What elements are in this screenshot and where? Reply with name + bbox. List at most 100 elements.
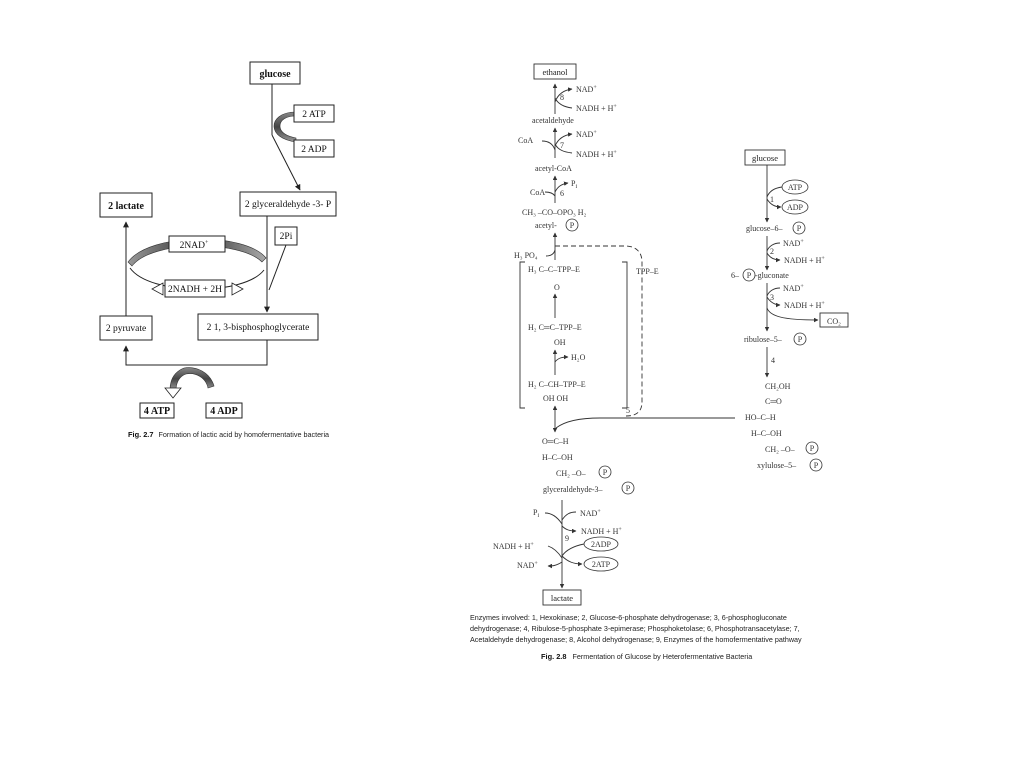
step-4: 4 [771,356,775,365]
step-1: 1 [770,195,774,204]
pi-out-6 [554,181,569,193]
lactate-box-28 [542,589,582,606]
glucose-box [249,61,301,85]
step-3: 3 [770,293,774,302]
atp-in-label: 2 ATP [302,110,326,120]
nadh-3: NADH + H+ [784,301,825,310]
nadh-in-left-9 [547,545,563,559]
glucose-label-28: glucose [752,153,778,163]
nadh-arrowhead-right [231,282,244,296]
nad-in-9-line [561,511,577,521]
pi-6: Pi [571,179,577,190]
ethanol-box [533,63,577,80]
tpp1-o: O [554,283,560,292]
atp-label-28: ATP [788,183,803,192]
step-8: 8 [560,93,564,102]
nadh-arrowhead-left [151,282,164,296]
figure-2-7: glucose 2 ATP 2 ADP 2 lactate 2 glyceral… [99,61,337,439]
h2o-out [554,354,569,363]
pyruvate-label: 2 pyruvate [106,324,146,334]
g3p-line1: O═C–H [542,437,569,446]
glucose-label: glucose [259,69,291,80]
atp-out-arrowhead [164,387,182,399]
nadh-in-7 [554,143,573,154]
enzymes-line-2: dehydrogenase; 4, Ribulose-5-phosphate 3… [470,624,800,633]
nad-7: NAD+ [576,130,597,139]
phosphate-circle [565,218,579,232]
coa-out-7 [541,140,556,151]
coa-label-7: CoA [518,136,533,145]
figure-2-8: ethanol NAD+ NADH + H+ 8 acetaldehyde Co… [470,63,849,661]
ethanol-label: ethanol [542,67,568,77]
nadh-out-9 [561,525,577,534]
tpp2-oh: OH [554,338,566,347]
xyl-phosphate-p: P [810,444,815,453]
gluconate-phosphate-p: P [747,271,752,280]
xyl-line4: H–C–OH [751,429,782,438]
h3po4-label: H₃ PO₄ [514,251,538,260]
nad-out-left-9 [547,561,563,569]
nad-9: NAD+ [580,509,601,518]
nad-out-7 [554,132,573,147]
nad-in-3 [766,287,781,297]
bpg-label: 2 1, 3-bisphosphoglycerate [207,323,310,333]
g3p-name-phosphate-circle [621,481,635,495]
nad-box [168,235,226,253]
h2o-label: H₂O [571,353,586,362]
enzymes-line-3: Acetaldehyde dehydrogenase; 8, Alcohol d… [470,635,802,644]
tpp-e-label: TPP–E [636,267,659,276]
lactate-box [99,192,153,218]
ribulose-phosphate-p: P [798,335,803,344]
atp-consumption-curve [273,111,297,143]
tpp3-label: H₂ C–CH–TPP–E [528,380,586,389]
pyruvate-box [99,315,153,341]
bracket-left [519,261,525,409]
ribulose-label: ribulose–5– [744,335,783,344]
xylulose-label: xylulose–5– [757,461,797,470]
pi-in-9 [544,512,563,525]
gluconate-phosphate-circle [742,268,756,282]
nadh-8: NADH + H+ [576,104,617,113]
adp-out-1 [766,198,782,210]
nad-8: NAD+ [576,85,597,94]
bpg-to-pyruvate-arrow [123,340,268,366]
co2-box [819,312,849,328]
nadh-left-9: NADH + H+ [493,542,534,551]
nadh-label: 2NADH + 2H [168,285,222,295]
coa-in-6 [544,191,556,197]
adp-in-label: 4 ADP [210,406,238,417]
acetyl-p-formula: CH₃ –CO–OPO₃ H₂ [522,208,587,217]
nadh-2: NADH + H+ [784,256,825,265]
coa-label-6: CoA [530,188,545,197]
xyl-line1: CH₂OH [765,382,791,391]
xylulose-phosphate-circle [809,458,823,472]
g3p-name-phosphate-p: P [626,484,631,493]
xylulose-to-split-line [555,417,735,429]
nad-in-2 [766,242,781,252]
atp-out-label: 4 ATP [144,406,170,417]
acetyl-coa-label: acetyl-CoA [535,164,572,173]
adp-out-box [293,139,335,158]
atp-in-1 [766,186,783,198]
co2-label: CO₂ [827,317,841,326]
adp-label-28: ADP [787,203,804,212]
atp2-label: 2ATP [592,560,611,569]
xyl-phosphate-circle [805,441,819,455]
xyl-line3: HO–C–H [745,413,776,422]
phosphate-p: P [570,221,575,230]
step-2: 2 [770,247,774,256]
g3p-line2: H–C–OH [542,453,573,462]
lactate-label: 2 lactate [108,201,144,212]
atp-generation-curve [169,367,215,391]
xyl-line2: C═O [765,397,782,406]
pi-9: Pi [533,508,539,519]
nad-3: NAD+ [783,284,804,293]
nad-label: 2NAD+ [180,240,209,251]
nad-left-9: NAD+ [517,561,538,570]
bpg-box [197,313,319,341]
atp2-ellipse [583,556,619,572]
h3po4-in [545,249,556,257]
glyceraldehyde-label: 2 glyceraldehyde -3- P [245,200,331,210]
